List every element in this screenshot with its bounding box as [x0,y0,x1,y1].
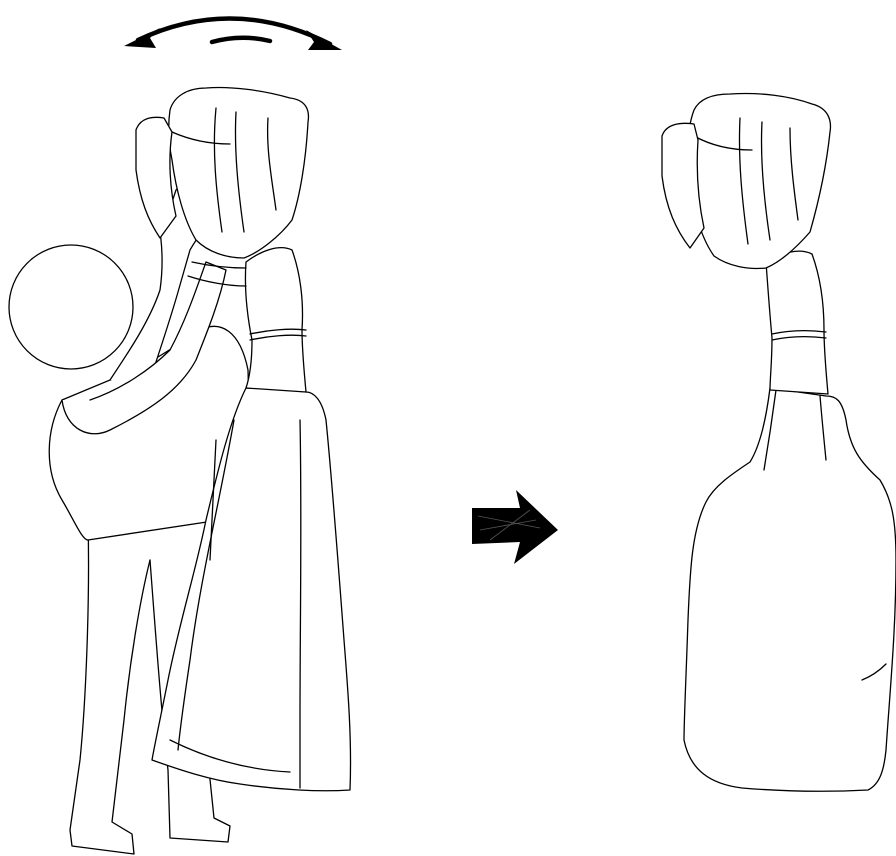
bag-back-flap-before [136,117,176,238]
person-left-leg [70,520,150,854]
after-panel [662,93,896,791]
right-arrow-icon [472,490,558,564]
swing-arrow-icon [124,18,342,50]
bag-body-after [684,388,896,791]
bag-back-flap-after [662,123,704,248]
person-head [9,245,133,369]
garment-bag-after [662,93,896,791]
before-panel [9,18,351,854]
bag-neck-after [766,251,828,394]
bag-neck-before [245,248,306,392]
bag-top-bundle-after [688,93,831,268]
